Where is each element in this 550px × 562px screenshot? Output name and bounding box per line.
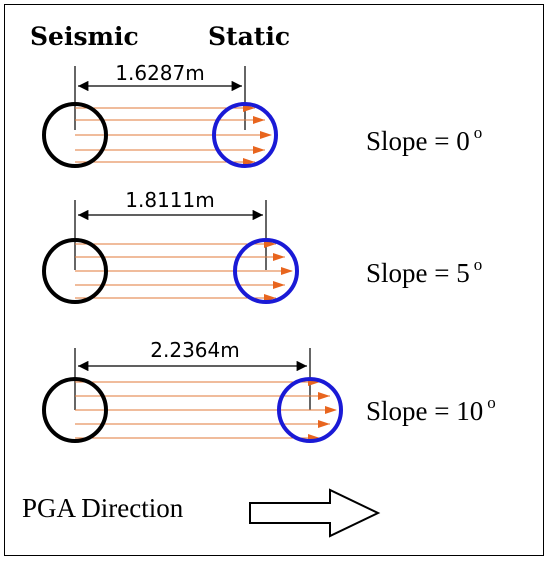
static-circle (277, 377, 343, 443)
distance-label: 1.8111m (125, 188, 214, 212)
seismic-circle (42, 377, 108, 443)
right-arrow-outline-icon (249, 488, 381, 538)
degree-symbol: o (487, 393, 496, 412)
seismic-circle (42, 102, 108, 168)
slope-text: Slope = 10 (366, 396, 484, 426)
figure-frame (4, 4, 544, 556)
pga-direction-label: PGA Direction (22, 493, 184, 523)
flow-lines (75, 381, 336, 439)
seismic-circle (42, 238, 108, 304)
static-circle (233, 238, 299, 304)
seismic-header: Seismic (30, 22, 139, 51)
panel-slope-0: 1.6287m (42, 61, 278, 168)
distance-label: 1.6287m (115, 61, 204, 85)
panel-slope-5: 1.8111m (42, 188, 299, 304)
slope-text: Slope = 0 (366, 126, 470, 156)
distance-label: 2.2364m (150, 338, 239, 362)
static-circle (212, 102, 278, 168)
degree-symbol: o (473, 255, 483, 274)
flow-lines (75, 243, 292, 299)
slope-text: Slope = 5 (366, 258, 470, 288)
degree-symbol: o (473, 123, 483, 142)
panel-slope-10: 2.2364m (42, 338, 343, 443)
static-header: Static (208, 22, 291, 51)
